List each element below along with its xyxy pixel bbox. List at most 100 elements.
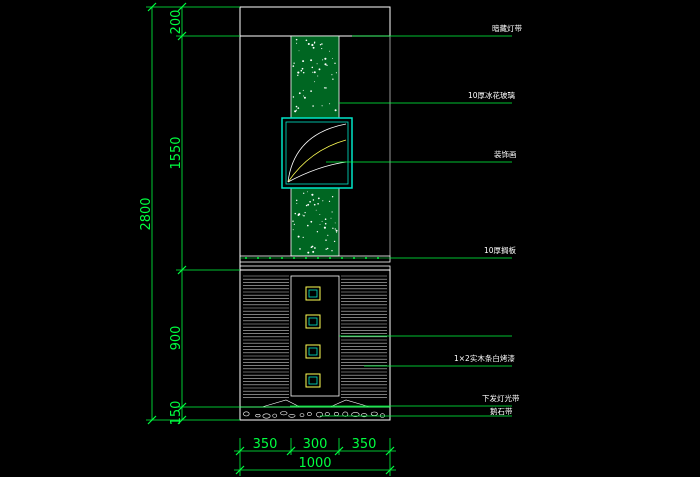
column-top — [290, 35, 340, 119]
stone-speckle — [307, 251, 310, 254]
stone-speckle — [296, 203, 298, 204]
stone-speckle — [331, 58, 333, 60]
stone-speckle — [317, 197, 320, 200]
shelf-dot — [257, 257, 259, 259]
stone-speckle — [311, 43, 314, 47]
stone-speckle — [332, 78, 334, 80]
wood-slats — [243, 275, 387, 398]
stone-speckle — [295, 38, 298, 41]
pebble — [280, 411, 288, 416]
stone-speckle — [331, 250, 333, 252]
stone-speckle — [332, 227, 334, 229]
stone-speckle — [317, 75, 319, 77]
shelf-dot — [281, 257, 283, 259]
window-3 — [305, 344, 321, 359]
pebble — [351, 412, 360, 417]
vertical-dimensions — [146, 2, 240, 425]
stone-speckle — [297, 71, 300, 74]
stone-speckle — [321, 105, 323, 107]
stone-speckle — [309, 200, 311, 203]
stone-speckle — [315, 209, 317, 211]
painting-curve-1 — [287, 123, 347, 183]
stone-speckle — [295, 105, 298, 108]
stone-speckle — [334, 62, 336, 65]
stone-speckle — [302, 214, 304, 216]
dim-vertical-seg-2: 1550 — [169, 136, 184, 169]
stone-speckle — [295, 109, 298, 111]
pebble — [360, 413, 368, 418]
stone-speckle — [329, 103, 331, 105]
stone-speckle — [319, 214, 321, 216]
light-fan-left — [261, 399, 301, 408]
stone-speckle — [305, 39, 308, 42]
stone-speckle — [331, 196, 334, 198]
shelf-dot — [245, 257, 247, 259]
slats-right-panel — [341, 275, 387, 398]
stone-speckle — [324, 218, 327, 220]
stone-speckle — [296, 42, 298, 44]
painting-curve-2 — [287, 139, 347, 183]
stone-speckle — [321, 220, 323, 222]
stone-speckle — [303, 96, 306, 99]
stone-speckle — [314, 81, 316, 83]
dim-horizontal-seg-1: 350 — [253, 437, 278, 452]
label-shelf: 10厚搁板 — [484, 245, 517, 255]
stone-speckle — [322, 59, 324, 61]
stone-speckle — [328, 200, 331, 203]
dim-ticks-outer — [147, 2, 157, 425]
stone-speckle — [312, 199, 315, 201]
shelf-dot — [365, 257, 367, 259]
stone-speckle — [302, 89, 304, 91]
label-decorative-painting: 装饰画 — [494, 149, 517, 159]
shelf-dot — [317, 257, 319, 259]
label-frosted-glass: 10厚冰花玻璃 — [468, 90, 516, 100]
stone-speckles — [292, 38, 338, 254]
stone-speckle — [302, 60, 305, 63]
stone-speckle — [297, 235, 300, 238]
shelf-dot — [329, 257, 331, 259]
stone-speckle — [300, 69, 303, 72]
stone-speckle — [297, 74, 299, 76]
stone-speckle — [305, 204, 308, 207]
stone-speckle — [334, 109, 337, 112]
stone-speckle — [302, 95, 304, 97]
stone-speckle — [292, 220, 294, 222]
stone-speckle — [316, 231, 319, 233]
stone-speckle — [294, 110, 297, 113]
stone-speckle — [307, 224, 309, 227]
stone-speckle — [310, 220, 313, 223]
stone-speckle — [307, 191, 308, 193]
stone-speckle — [331, 74, 333, 76]
pebble — [272, 413, 278, 418]
stone-speckle — [318, 68, 321, 71]
stone-speckle — [313, 71, 316, 74]
stone-speckle — [321, 43, 323, 45]
dim-vertical-seg-1: 200 — [169, 10, 184, 35]
dim-vertical-outer: 2800 — [139, 197, 154, 230]
label-wood-slats: 1×2实木条白烤漆 — [454, 353, 515, 363]
shelf-dot — [377, 257, 379, 259]
slats-left-panel — [243, 275, 289, 398]
shelf-board — [239, 255, 391, 263]
shelf-dot — [353, 257, 355, 259]
stone-speckle — [313, 42, 316, 44]
stone-speckle — [295, 199, 298, 202]
stone-speckle — [334, 222, 336, 224]
stone-speckle — [292, 229, 294, 231]
dim-ticks-inner — [177, 2, 187, 425]
column-bottom — [290, 187, 340, 257]
stone-speckle — [302, 236, 304, 239]
pebble — [243, 411, 250, 417]
stone-speckle — [325, 239, 327, 241]
stone-speckle — [311, 66, 314, 69]
stone-speckle — [312, 250, 315, 253]
stone-speckle — [298, 92, 301, 95]
stone-speckle — [326, 64, 328, 67]
shelf-cabinet-cap — [239, 265, 391, 271]
horizontal-dimensions — [234, 438, 396, 476]
window-2 — [305, 314, 321, 329]
stone-speckle — [321, 48, 323, 50]
stone-speckle — [312, 71, 314, 73]
